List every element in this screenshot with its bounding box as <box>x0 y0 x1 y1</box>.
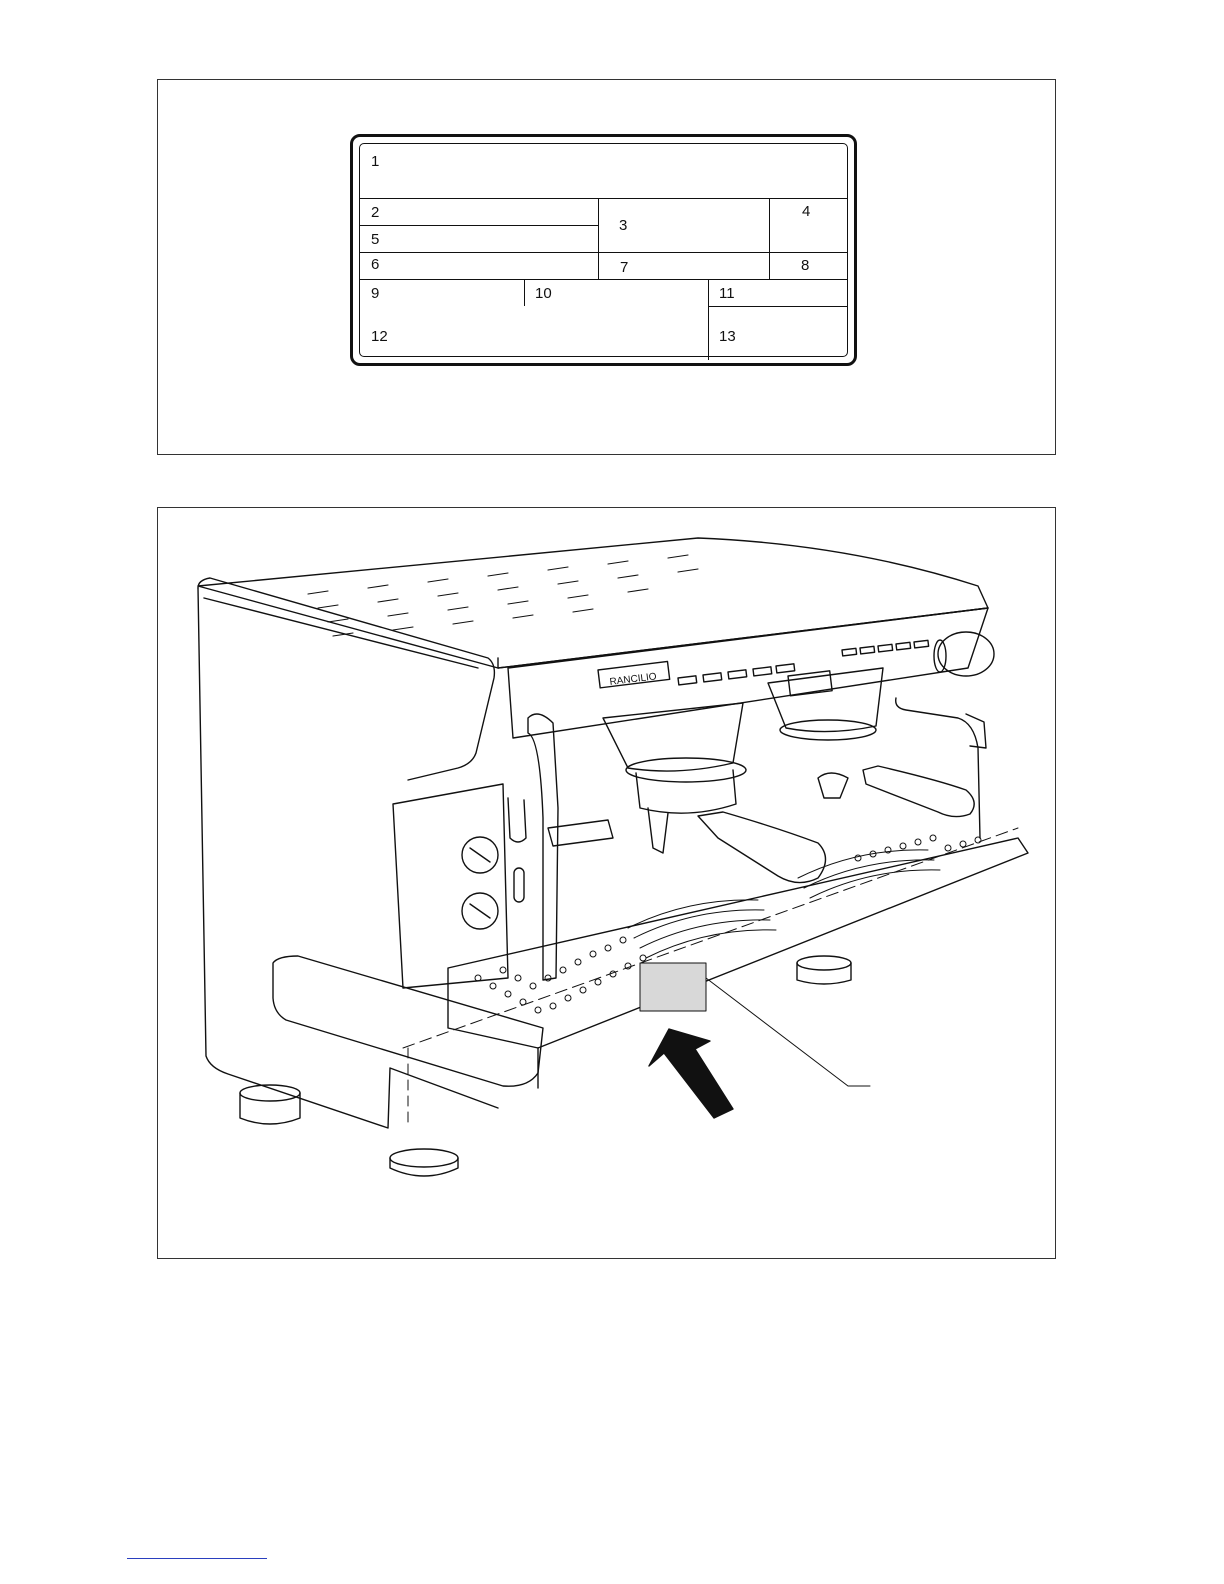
plate-field-2: 2 <box>371 205 379 220</box>
footer-rule <box>127 1558 267 1559</box>
group-head-2 <box>768 668 883 732</box>
brand-logo-text: RANCILIO <box>609 671 657 688</box>
plate-field-6: 6 <box>371 257 379 272</box>
machine-feet <box>240 956 851 1176</box>
plate-field-8: 8 <box>801 258 809 273</box>
drip-tray <box>448 838 1028 1048</box>
rear-panel <box>393 784 508 988</box>
plate-rule <box>360 252 847 253</box>
espresso-machine-illustration: RANCILIO <box>158 508 1057 1260</box>
drip-tray-holes <box>475 835 981 1013</box>
plate-field-4: 4 <box>802 204 810 219</box>
top-vent-slots <box>308 555 698 636</box>
plate-rule <box>708 279 709 360</box>
plate-field-11: 11 <box>719 286 735 301</box>
plate-rule <box>360 225 598 226</box>
leader-line <box>706 978 870 1086</box>
machine-figure: RANCILIO <box>157 507 1056 1259</box>
machine-side-panel <box>198 588 498 1128</box>
plate-field-12: 12 <box>371 329 388 344</box>
group2-buttons <box>842 640 929 656</box>
plate-field-3: 3 <box>619 218 627 233</box>
rating-plate-location <box>640 963 706 1011</box>
rating-plate-inner-border: 1 2 3 4 5 6 7 8 9 10 11 12 13 <box>359 143 848 357</box>
indicator-arrow <box>649 1029 733 1118</box>
plate-rule <box>769 198 770 279</box>
machine-top-surface <box>198 538 988 668</box>
plate-rule <box>598 198 599 279</box>
rating-plate: 1 2 3 4 5 6 7 8 9 10 11 12 13 <box>350 134 857 366</box>
control-fascia <box>508 608 988 738</box>
portafilter-2-handle <box>863 766 974 817</box>
plate-field-7: 7 <box>620 260 628 275</box>
plate-rule <box>360 279 847 280</box>
plate-field-10: 10 <box>535 286 552 301</box>
plate-rule <box>360 198 847 199</box>
steam-wand <box>528 714 558 980</box>
plate-rule <box>708 306 847 307</box>
plate-field-5: 5 <box>371 232 379 247</box>
plate-field-13: 13 <box>719 329 736 344</box>
plate-field-9: 9 <box>371 286 379 301</box>
plate-field-1: 1 <box>371 154 379 169</box>
plate-rule <box>524 279 525 306</box>
rating-plate-figure: 1 2 3 4 5 6 7 8 9 10 11 12 13 <box>157 79 1056 455</box>
portafilter-1-handle <box>698 812 826 883</box>
